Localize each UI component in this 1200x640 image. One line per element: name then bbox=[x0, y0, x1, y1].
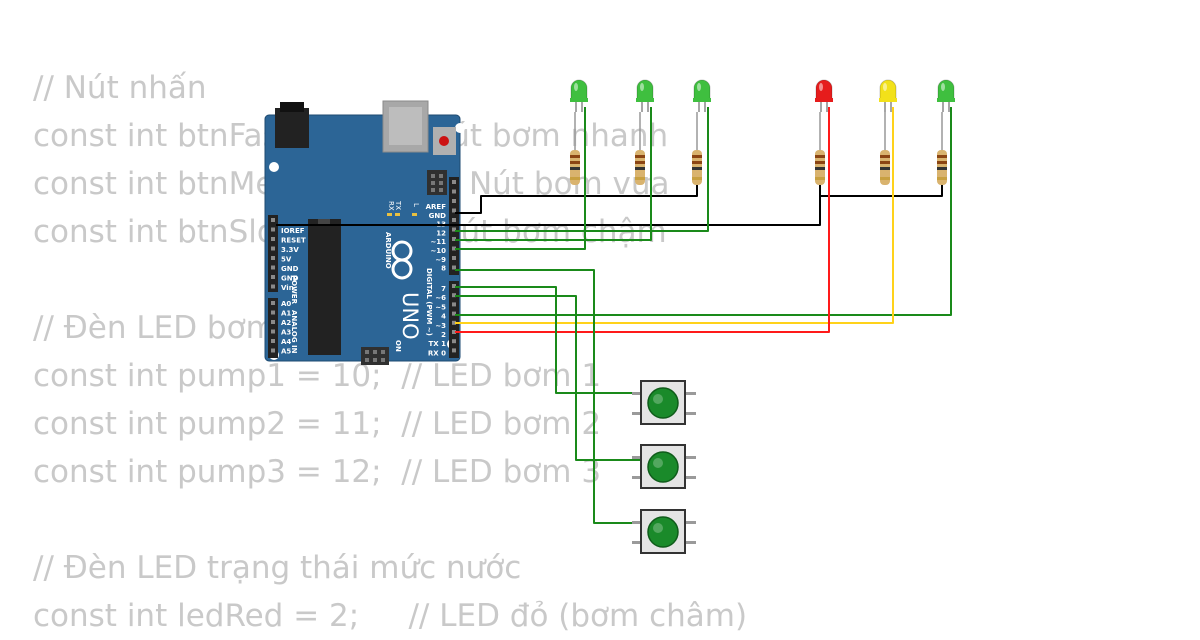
code-line: const int pump3 = 12; // LED bơm 3 bbox=[33, 454, 602, 490]
resistor-6[interactable] bbox=[937, 112, 947, 185]
wire-pin-7 bbox=[455, 286, 641, 394]
pushbutton-3[interactable] bbox=[632, 509, 696, 554]
wires bbox=[276, 107, 952, 524]
led-6[interactable] bbox=[937, 79, 955, 112]
pin-label: 8 bbox=[441, 265, 446, 273]
pin-label: GND bbox=[429, 212, 447, 220]
resistor-4[interactable] bbox=[815, 112, 825, 185]
led-l-label: L bbox=[412, 203, 420, 207]
wire-pin-11 bbox=[455, 107, 652, 241]
wire-pin-3 bbox=[455, 107, 894, 324]
pushbutton-1[interactable] bbox=[632, 380, 696, 425]
wire-pin-4 bbox=[455, 107, 952, 316]
resistor-1[interactable] bbox=[570, 112, 580, 185]
led-3[interactable] bbox=[693, 79, 711, 112]
wire-pin-6 bbox=[455, 295, 641, 461]
wire-pin-2 bbox=[455, 107, 830, 333]
pin-label: RX 0 bbox=[428, 349, 446, 357]
analog-header-label: ANALOG IN bbox=[290, 310, 298, 354]
digital-header-bottom bbox=[449, 281, 459, 358]
code-line: const int pump2 = 11; // LED bơm 2 bbox=[33, 406, 602, 442]
power-jack bbox=[275, 108, 309, 148]
led-array bbox=[570, 79, 955, 112]
resistor-3[interactable] bbox=[692, 112, 702, 185]
pin-label: A0 bbox=[281, 300, 291, 308]
wire-gnd-right bbox=[820, 185, 943, 197]
code-line: // Đèn LED bơm bbox=[33, 310, 276, 346]
led-2[interactable] bbox=[636, 79, 654, 112]
pin-label: GND bbox=[281, 275, 299, 283]
pin-label: 2 bbox=[441, 331, 446, 339]
pin-label: A2 bbox=[281, 319, 291, 327]
pin-label: 12 bbox=[436, 229, 446, 237]
pushbutton-array bbox=[632, 380, 696, 554]
pin-label: ~9 bbox=[435, 256, 446, 264]
analog-header bbox=[268, 298, 278, 358]
led-5[interactable] bbox=[879, 79, 897, 112]
board-model-label: UNO bbox=[398, 292, 422, 340]
pin-label: TX 1 bbox=[429, 340, 447, 348]
arduino-logo-icon bbox=[391, 240, 413, 280]
pin-label: 4 bbox=[441, 313, 446, 321]
led-1[interactable] bbox=[570, 79, 588, 112]
pin-label: ~5 bbox=[435, 303, 446, 311]
pin-label: RESET bbox=[281, 237, 306, 245]
pin-label: ~10 bbox=[430, 247, 446, 255]
code-line: const int ledRed = 2; // LED đỏ (bơm châ… bbox=[33, 598, 748, 634]
resistor-5[interactable] bbox=[880, 112, 890, 185]
pin-label: IOREF bbox=[281, 227, 305, 235]
pin-label: 5V bbox=[281, 256, 292, 264]
pin-label: A5 bbox=[281, 348, 291, 356]
pin-label: AREF bbox=[426, 203, 447, 211]
power-header bbox=[268, 215, 278, 292]
board-brand-label: ARDUINO bbox=[384, 232, 392, 269]
pushbutton-2[interactable] bbox=[632, 444, 696, 489]
pin-label: A3 bbox=[281, 329, 291, 337]
led-4[interactable] bbox=[815, 79, 833, 112]
board-on-label: ON bbox=[394, 340, 402, 352]
wire-pin-12 bbox=[455, 107, 709, 232]
pin-label: ~6 bbox=[435, 294, 446, 302]
resistor-array bbox=[570, 112, 947, 185]
wire-pin-8 bbox=[455, 269, 641, 524]
pin-label: A4 bbox=[281, 338, 291, 346]
led-tx-label: TX bbox=[394, 200, 402, 210]
pin-label: GND bbox=[281, 265, 299, 273]
icsp-header-bottom bbox=[361, 347, 389, 365]
pin-label: Vin bbox=[281, 284, 294, 292]
wire-gnd-top bbox=[455, 185, 698, 214]
code-line: // Nút nhấn bbox=[33, 70, 207, 106]
pin-label: 3.3V bbox=[281, 246, 299, 254]
power-header-label: POWER bbox=[290, 275, 298, 305]
arduino-uno-board[interactable]: ARDUINO UNO ON DIGITAL (PWM ~) POWER ANA… bbox=[264, 100, 465, 365]
pin-label: A1 bbox=[281, 310, 291, 318]
code-line: // Đèn LED trạng thái mức nước bbox=[33, 550, 522, 586]
wire-pin-10 bbox=[455, 107, 586, 250]
led-rx-label: RX bbox=[387, 201, 395, 211]
digital-header-label: DIGITAL (PWM ~) bbox=[425, 268, 433, 336]
pin-label: 7 bbox=[441, 285, 446, 293]
resistor-2[interactable] bbox=[635, 112, 645, 185]
pin-label: ~3 bbox=[435, 322, 446, 330]
atmega-chip bbox=[308, 219, 341, 355]
icsp-header bbox=[427, 170, 447, 195]
wire-gnd-left bbox=[276, 185, 821, 226]
pin-label: ~11 bbox=[430, 238, 446, 246]
